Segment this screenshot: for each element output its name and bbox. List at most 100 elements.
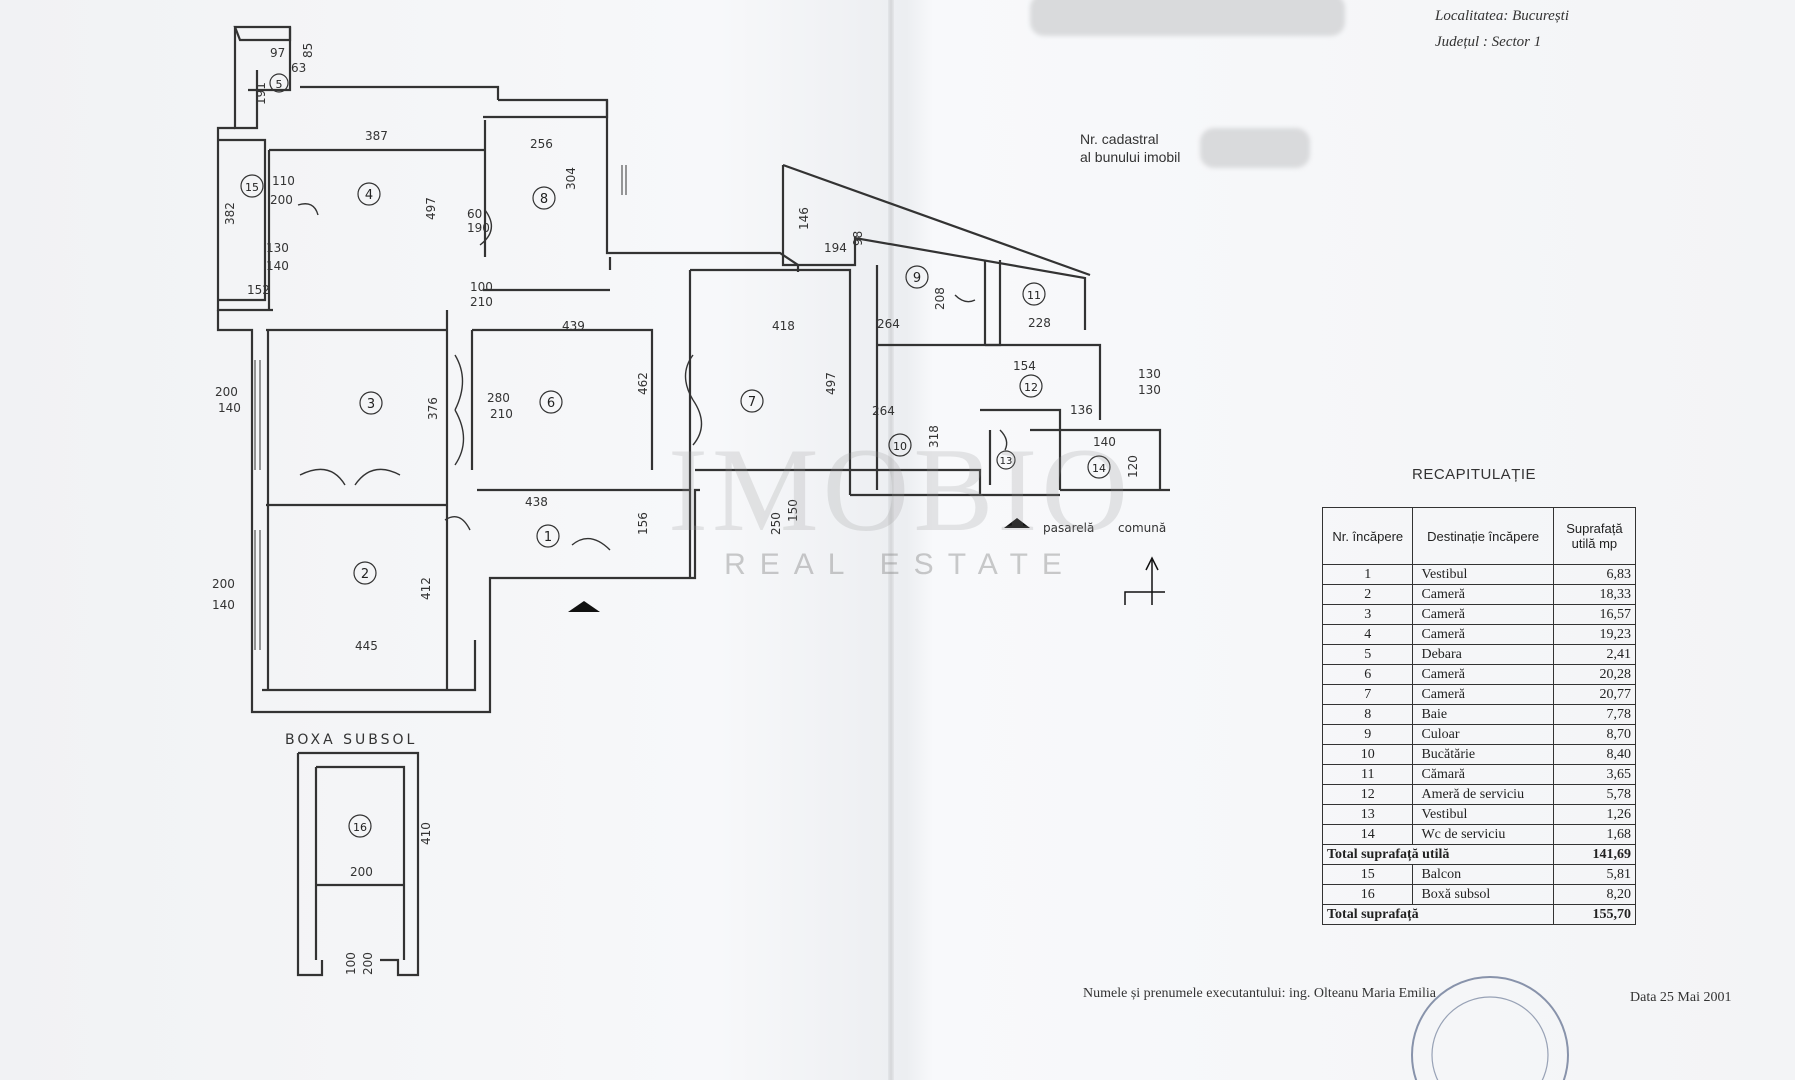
room-area-cell: 18,33 [1552, 584, 1637, 605]
room-number-cell: 15 [1321, 864, 1414, 885]
room-destination-cell: Cameră [1412, 604, 1554, 625]
room-destination-cell: Ameră de serviciu [1412, 784, 1554, 805]
room-number-cell: 6 [1321, 664, 1414, 685]
dim: 376 [426, 397, 440, 420]
dimension-labels: 387 256 497 304 382 110 200 130 140 152 … [212, 43, 1161, 975]
room-marker-16: 16 [348, 814, 372, 838]
dim: 194 [824, 241, 847, 255]
passage-label: pasarelă [1043, 521, 1094, 535]
dim: 462 [636, 372, 650, 395]
room-destination-cell: Cameră [1412, 684, 1554, 705]
section-arrow [1124, 556, 1165, 605]
room-destination-cell: Wc de serviciu [1412, 824, 1554, 845]
room-destination-cell: Cămară [1412, 764, 1554, 785]
room-area-cell: 6,83 [1552, 564, 1637, 585]
county-line: Județul : Sector 1 [1435, 34, 1542, 50]
room-area-cell: 7,78 [1552, 704, 1637, 725]
room-number-cell: 11 [1321, 764, 1414, 785]
room-number-cell: 5 [1321, 644, 1414, 665]
room-area-cell: 5,78 [1552, 784, 1637, 805]
room-destination-cell: Cameră [1412, 584, 1554, 605]
dim: 100 [470, 280, 493, 294]
room-marker-6: 6 [539, 390, 563, 414]
room-destination-cell: Vestibul [1412, 564, 1554, 585]
executant-name: Numele și prenumele executantului: ing. … [1083, 986, 1437, 1001]
dim: 140 [212, 598, 235, 612]
table-header-row: Nr. încăpere Destinație încăpere Suprafa… [1321, 507, 1637, 565]
svg-text:1: 1 [544, 530, 552, 545]
total-value: 155,70 [1552, 904, 1637, 925]
room-number-cell: 7 [1321, 684, 1414, 705]
dim: 130 [1138, 367, 1161, 381]
room-marker-12: 12 [1019, 374, 1043, 398]
room-marker-14: 14 [1087, 455, 1111, 479]
room-area-cell: 20,77 [1552, 684, 1637, 705]
dim: 154 [1013, 359, 1036, 373]
svg-text:3: 3 [367, 397, 375, 412]
dim: 136 [1070, 403, 1093, 417]
dim: 100 [344, 952, 358, 975]
room-number-cell: 14 [1321, 824, 1414, 845]
windows [254, 165, 627, 650]
column-header: Suprafață utilă mp [1552, 507, 1637, 565]
basement-label: BOXA SUBSOL [285, 732, 417, 748]
svg-text:4: 4 [365, 188, 373, 203]
room-number-cell: 1 [1321, 564, 1414, 585]
redacted-address [1030, 0, 1345, 36]
room-area-cell: 19,23 [1552, 624, 1637, 645]
dim: 191 [254, 82, 268, 105]
dim: 387 [365, 129, 388, 143]
dim: 140 [218, 401, 241, 415]
dim: 438 [525, 495, 548, 509]
svg-text:9: 9 [913, 271, 921, 286]
room-marker-7: 7 [740, 389, 764, 413]
dim: 210 [490, 407, 513, 421]
room-marker-9: 9 [905, 265, 929, 289]
dim: 140 [266, 259, 289, 273]
room-marker-1: 1 [536, 524, 560, 548]
dim: 110 [272, 174, 295, 188]
passage-marker [1004, 518, 1030, 528]
room-area-cell: 20,28 [1552, 664, 1637, 685]
room-number-cell: 3 [1321, 604, 1414, 625]
svg-text:7: 7 [748, 395, 756, 410]
recap-table: Nr. încăpere Destinație încăpere Suprafa… [1321, 507, 1637, 925]
room-area-cell: 3,65 [1552, 764, 1637, 785]
dim: 85 [301, 43, 315, 58]
room-destination-cell: Balcon [1412, 864, 1554, 885]
dim: 120 [1126, 455, 1140, 478]
dim: 140 [1093, 435, 1116, 449]
door-swings [297, 203, 1008, 551]
official-stamp [1411, 976, 1569, 1080]
room-area-cell: 8,40 [1552, 744, 1637, 765]
dim: 264 [877, 317, 900, 331]
total-label: Total suprafață [1322, 904, 1554, 925]
room-destination-cell: Culoar [1412, 724, 1554, 745]
document-date: Data 25 Mai 2001 [1630, 990, 1732, 1005]
room-destination-cell: Debara [1412, 644, 1554, 665]
room-destination-cell: Cameră [1412, 664, 1554, 685]
room-number-cell: 10 [1321, 744, 1414, 765]
svg-text:16: 16 [353, 821, 367, 834]
room-number-cell: 16 [1321, 884, 1414, 905]
room-marker-15: 15 [240, 174, 264, 198]
dim: 318 [927, 425, 941, 448]
room-destination-cell: Vestibul [1412, 804, 1554, 825]
room-number-cell: 9 [1321, 724, 1414, 745]
room-marker-11: 11 [1022, 282, 1046, 306]
room-marker-10: 10 [888, 433, 912, 457]
dim: 412 [419, 577, 433, 600]
dim: 418 [772, 319, 795, 333]
